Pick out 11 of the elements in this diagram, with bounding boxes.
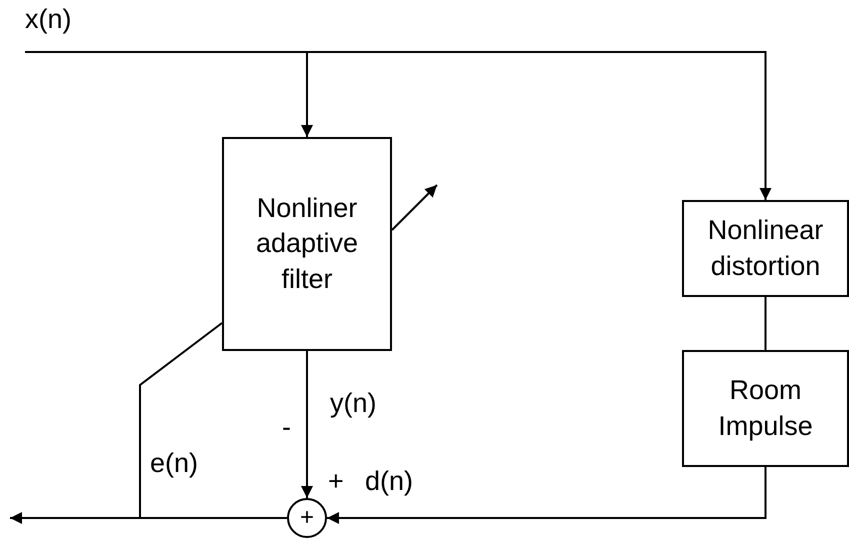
- arrow: [391, 184, 438, 231]
- arrow: [301, 351, 313, 498]
- connector-line: [764, 297, 766, 350]
- arrow: [25, 51, 772, 200]
- process-box: Nonlinear distortion: [682, 200, 849, 297]
- process-box: Nonliner adaptive filter: [222, 137, 392, 351]
- process-box: Room Impulse: [682, 350, 849, 467]
- connector-line: [139, 322, 287, 519]
- summing-junction: +: [287, 498, 327, 538]
- arrow: [327, 467, 766, 524]
- signal-label: x(n): [25, 3, 72, 36]
